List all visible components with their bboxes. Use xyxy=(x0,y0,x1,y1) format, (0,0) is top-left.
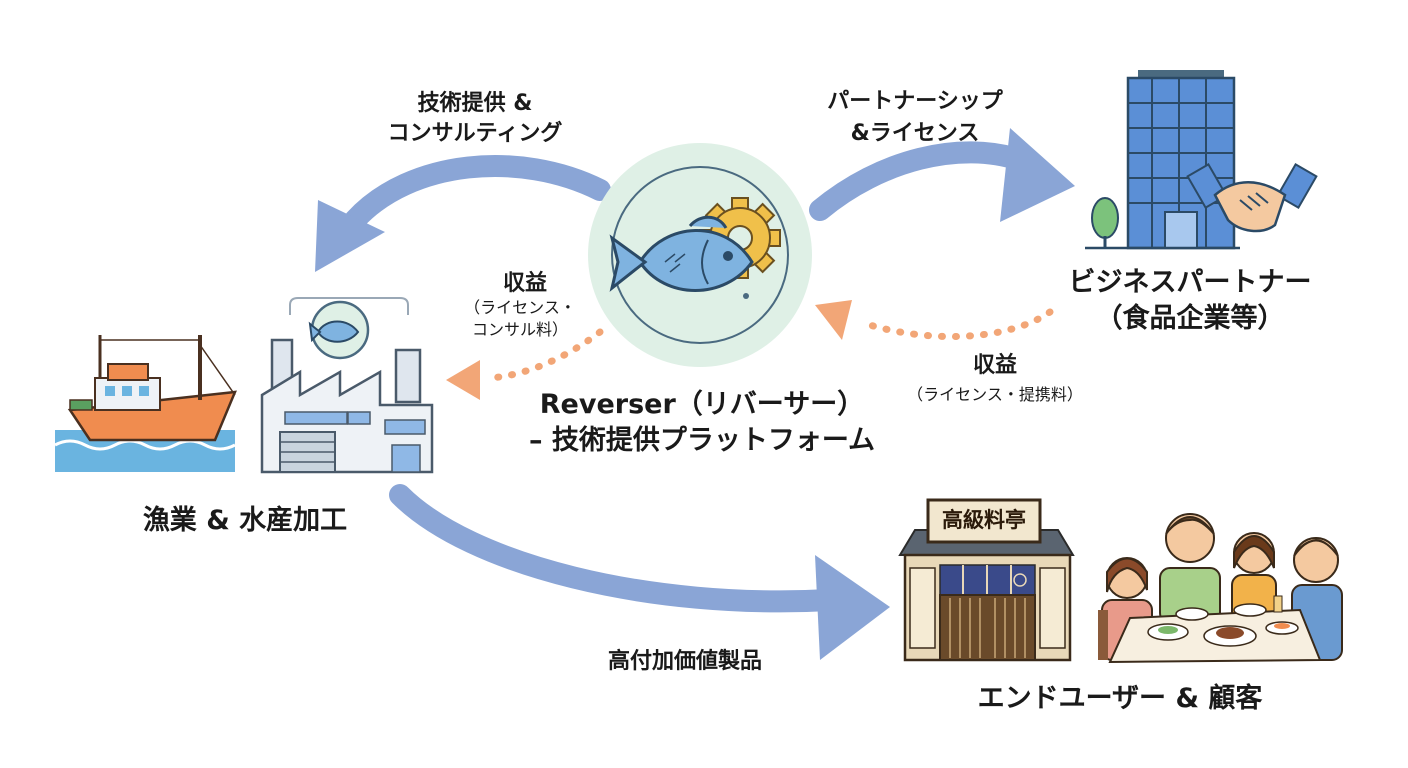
fish-icon xyxy=(609,215,754,292)
family-dining-icon xyxy=(1098,513,1343,664)
office-building-icon xyxy=(1085,70,1240,250)
restaurant-sign: 高級料亭 xyxy=(942,508,1026,532)
partner-title-line1: ビジネスパートナー xyxy=(1068,267,1312,298)
revenue-right-sub: （ライセンス・提携料） xyxy=(907,385,1083,404)
restaurant-icon xyxy=(898,498,1075,662)
factory-icon xyxy=(260,297,434,474)
enduser-title: エンドユーザー & 顧客 xyxy=(977,683,1263,714)
fishery-title: 漁業 & 水産加工 xyxy=(142,505,348,536)
revenue-arrow-right xyxy=(815,300,1054,340)
revenue-right-title: 収益 xyxy=(972,353,1017,378)
revenue-left-title: 収益 xyxy=(502,271,547,296)
tech-consulting-line1: 技術提供 & xyxy=(417,91,533,116)
hub-icon xyxy=(588,143,812,367)
partnership-line1: パートナーシップ xyxy=(827,89,1003,114)
tech-consulting-line2: コンサルティング xyxy=(387,121,563,146)
product-label: 高付加価値製品 xyxy=(607,649,762,674)
platform-name-line1: Reverser（リバーサー） xyxy=(539,389,865,420)
partner-title-line2: （食品企業等） xyxy=(1095,303,1285,334)
partnership-line2: &ライセンス xyxy=(850,121,980,146)
platform-name-line2: – 技術提供プラットフォーム xyxy=(528,425,876,456)
fishing-boat-icon xyxy=(54,335,237,472)
revenue-arrow-left xyxy=(446,328,604,400)
arrow-platform-to-partner xyxy=(809,128,1075,222)
arrow-tech-to-fishery xyxy=(315,155,611,272)
revenue-left-line2: コンサル料） xyxy=(471,320,568,339)
handshake-icon xyxy=(1186,163,1318,233)
arrow-product-to-enduser xyxy=(389,484,890,660)
revenue-left-line1: （ライセンス・ xyxy=(464,298,576,317)
